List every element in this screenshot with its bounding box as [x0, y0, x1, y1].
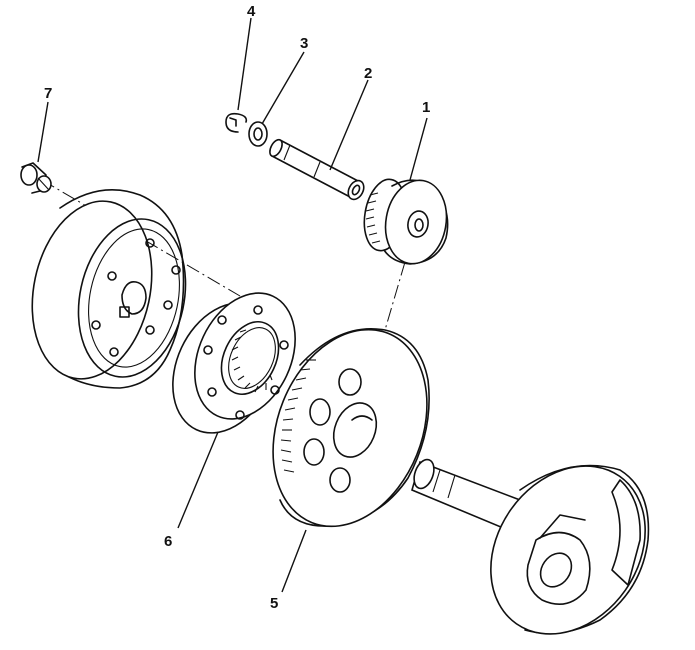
- callout-5: 5: [270, 595, 278, 612]
- rotor-part: [31, 189, 187, 389]
- callout-1: 1: [422, 99, 430, 116]
- shaft-part: [269, 138, 365, 201]
- callout-labels: 1 2 3 4 5 6 7: [44, 3, 430, 612]
- callout-7: 7: [44, 85, 52, 102]
- leader-lines: [37, 17, 428, 593]
- callout-2: 2: [364, 65, 372, 82]
- callout-3: 3: [300, 35, 308, 52]
- callout-6: 6: [164, 533, 172, 550]
- crankshaft-part: [411, 458, 650, 635]
- large-gear-part: [272, 327, 430, 528]
- circlip-part: [225, 112, 248, 133]
- bolt-part: [20, 162, 52, 194]
- drive-gear-part: [363, 178, 449, 265]
- washer-part: [248, 121, 268, 147]
- callout-4: 4: [247, 3, 256, 20]
- clutch-hub-part: [172, 292, 296, 434]
